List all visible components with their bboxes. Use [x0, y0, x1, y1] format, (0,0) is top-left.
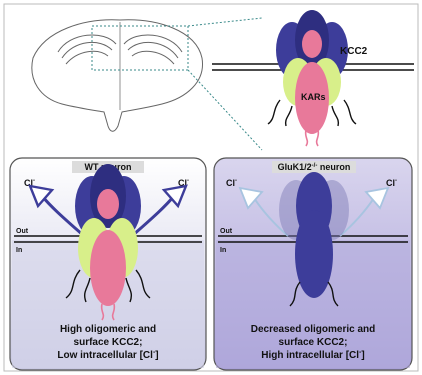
wt-caption-line3: Low intracellular [Cl-] — [57, 349, 158, 361]
kar-top-pink — [97, 189, 119, 219]
ko-caption-line2: surface KCC2; — [279, 337, 348, 348]
kcc2-label: KCC2 — [340, 46, 368, 57]
ko-caption-line3: High intracellular [Cl-] — [261, 349, 364, 361]
wt-caption-line1: High oligomeric and — [60, 324, 156, 335]
wt-in-label: In — [16, 247, 22, 254]
ko-out-label: Out — [220, 228, 233, 235]
ko-caption-line1: Decreased oligomeric and — [251, 324, 376, 335]
zoom-line-top — [188, 18, 262, 26]
kars-label: KARs — [301, 92, 326, 102]
wt-panel: WT neuron Out In Cl- Cl- High oligomeric… — [10, 158, 206, 370]
ko-panel: GluK1/2-/- neuron Out In Cl- Cl- Decreas… — [214, 158, 412, 370]
zoom-line-bottom — [188, 70, 262, 150]
top-receptor-complex — [268, 10, 356, 146]
wt-caption-line2: surface KCC2; — [74, 337, 143, 348]
kar-top-pink — [302, 30, 322, 58]
wt-out-label: Out — [16, 228, 29, 235]
kcc2-subunit — [295, 210, 333, 298]
brain-coronal-section — [32, 20, 203, 131]
ko-in-label: In — [220, 247, 226, 254]
kar-pink-subunit — [90, 230, 126, 306]
